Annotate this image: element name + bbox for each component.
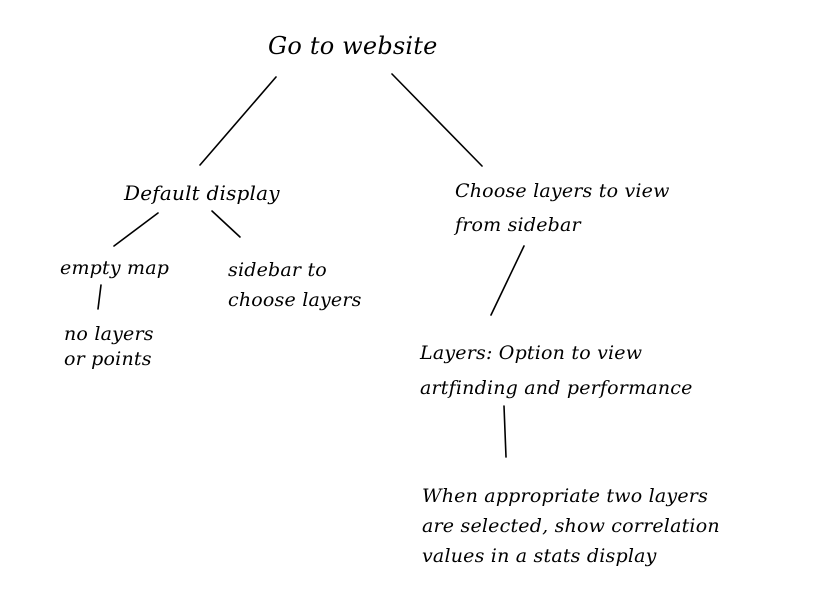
node-no-layers-line-1: no layers xyxy=(64,323,154,345)
node-correlation-line-3: values in a stats display xyxy=(422,545,657,567)
node-correlation-line-2: are selected, show correlation xyxy=(422,515,720,537)
node-layer-options-line-1: Layers: Option to view xyxy=(420,342,643,364)
node-empty-map: empty map xyxy=(60,257,169,280)
node-sidebar-to-choose-layers: sidebar to choose layers xyxy=(228,255,362,315)
node-default-display-line-1: Default display xyxy=(124,181,280,205)
edge-root-to-choose-layers xyxy=(391,73,483,167)
node-no-layers-line-2: or points xyxy=(64,348,152,370)
node-layer-options: Layers: Option to view artfinding and pe… xyxy=(420,336,693,406)
node-go-to-website: Go to website xyxy=(268,32,438,60)
node-choose-layers: Choose layers to view from sidebar xyxy=(455,174,670,242)
node-go-to-website-line-1: Go to website xyxy=(268,32,438,60)
edge-choose-to-layer-options xyxy=(490,245,525,316)
node-empty-map-line-1: empty map xyxy=(60,257,170,279)
node-sidebar-line-1: sidebar to xyxy=(228,259,327,281)
node-choose-layers-line-2: from sidebar xyxy=(455,214,581,236)
edge-default-to-empty-map xyxy=(113,212,159,247)
edge-options-to-correlation xyxy=(503,405,507,458)
node-sidebar-line-2: choose layers xyxy=(228,289,362,311)
edge-root-to-default-display xyxy=(199,76,277,166)
node-layer-options-line-2: artfinding and performance xyxy=(420,377,693,399)
node-correlation-line-1: When appropriate two layers xyxy=(422,485,709,507)
edge-default-to-sidebar xyxy=(211,210,241,238)
edge-empty-map-to-no-layers xyxy=(97,284,102,310)
node-correlation-stats: When appropriate two layers are selected… xyxy=(422,481,720,571)
node-default-display: Default display xyxy=(124,182,280,205)
node-no-layers-or-points: no layers or points xyxy=(64,322,154,372)
node-choose-layers-line-1: Choose layers to view xyxy=(455,180,670,202)
